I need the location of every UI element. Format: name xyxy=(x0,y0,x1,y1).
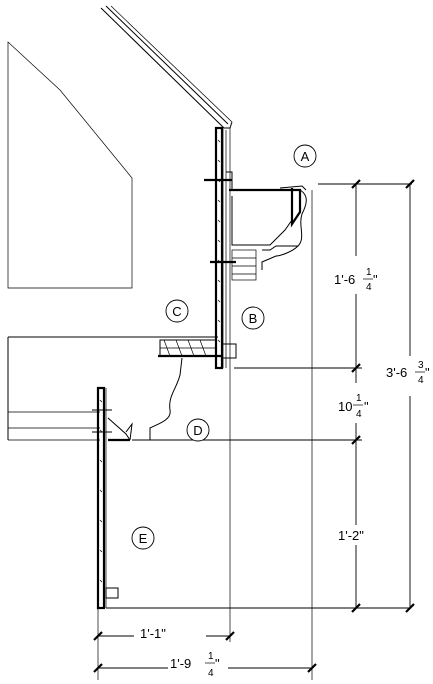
svg-text:4: 4 xyxy=(366,282,372,293)
svg-text:10: 10 xyxy=(338,399,352,414)
svg-text:A: A xyxy=(301,149,310,164)
callout-e: E xyxy=(131,526,155,550)
callout-b: B xyxy=(241,306,265,330)
callout-c: C xyxy=(165,299,189,323)
upper-wall xyxy=(214,126,231,370)
svg-text:1'-6: 1'-6 xyxy=(334,272,355,287)
dim-label-lower: 1'-2" xyxy=(338,528,364,543)
lower-wall-e xyxy=(92,386,119,610)
svg-text:1'-9: 1'-9 xyxy=(170,656,191,671)
dim-label-horizontal-long: 1'-9 1 4 " xyxy=(170,651,220,679)
building-outline xyxy=(7,41,133,289)
svg-text:": " xyxy=(364,399,369,414)
roof-slope xyxy=(100,5,233,129)
dim-label-middle: 10 1 4 " xyxy=(338,393,369,420)
callout-a: A xyxy=(293,144,317,168)
svg-text:3'-6: 3'-6 xyxy=(386,365,407,380)
svg-text:E: E xyxy=(139,531,148,546)
dim-label-overall: 3'-6 3 4 " xyxy=(386,360,430,386)
svg-text:3: 3 xyxy=(418,360,424,371)
svg-text:4: 4 xyxy=(208,668,214,679)
callout-d: D xyxy=(186,418,210,442)
svg-text:1: 1 xyxy=(356,393,362,404)
svg-text:": " xyxy=(425,365,430,380)
svg-text:": " xyxy=(373,272,378,287)
svg-text:4: 4 xyxy=(418,375,424,386)
dim-label-upper: 1'-6 1 4 " xyxy=(334,267,378,293)
svg-text:C: C xyxy=(172,304,181,319)
gutter-a xyxy=(204,171,307,281)
ledge-c xyxy=(7,336,237,440)
dim-label-horizontal-short: 1'-1" xyxy=(140,626,166,641)
cornice-d xyxy=(8,357,183,442)
svg-text:": " xyxy=(215,656,220,671)
svg-text:1'-2": 1'-2" xyxy=(338,528,364,543)
svg-text:4: 4 xyxy=(356,409,362,420)
svg-text:1: 1 xyxy=(366,267,372,278)
svg-text:D: D xyxy=(193,423,202,438)
svg-text:B: B xyxy=(249,311,258,326)
svg-text:1'-1": 1'-1" xyxy=(140,626,166,641)
svg-text:1: 1 xyxy=(208,651,214,662)
